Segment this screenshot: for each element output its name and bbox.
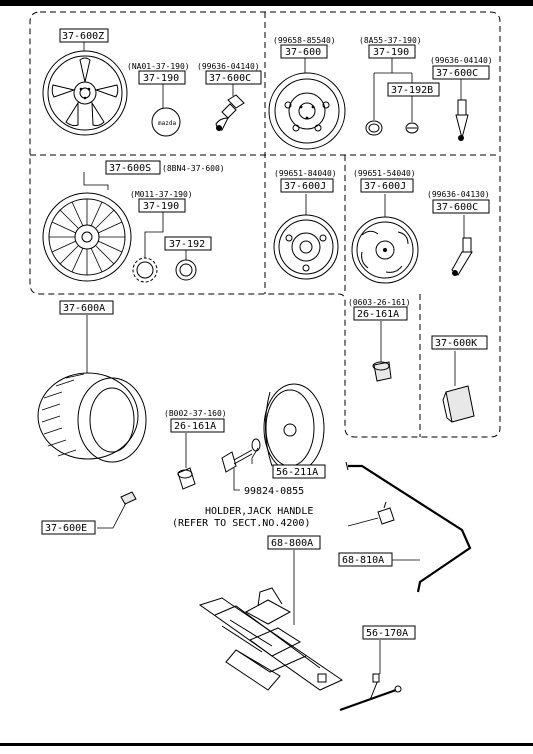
callout-37-600a: 37-600A: [63, 303, 105, 314]
valve-cap-37-600e: [120, 491, 137, 505]
callout-37-600c-c: 37-600C: [436, 202, 478, 213]
top-rule: [0, 0, 533, 6]
valve-stem-icon-3: [451, 237, 473, 276]
pn-99636-04130: (99636-04130): [427, 190, 490, 199]
spare-disc-wheel: [263, 383, 325, 473]
badge-cap: [175, 259, 197, 281]
pn-0603-26-161: (0603-26-161): [348, 298, 411, 307]
pn-99651-84040: (99651-84040): [274, 169, 337, 178]
pn-99658-85540: (99658-85540): [273, 36, 336, 45]
mesh-wheel-37-600s: [42, 192, 132, 282]
callout-37-600s: 37-600S: [109, 163, 151, 174]
callout-37-190-b: 37-190: [373, 47, 409, 58]
pn-99651-54040: (99651-54040): [353, 169, 416, 178]
alloy-wheel-37-600z: [42, 50, 128, 136]
pn-na01-37-190: (NA01-37-190): [127, 62, 190, 71]
callout-37-600: 37-600: [285, 47, 321, 58]
pn-8a55-37-190: (8A55-37-190): [359, 36, 422, 45]
callout-37-600j-b: 37-600J: [364, 181, 406, 192]
handle-holder-clip: [377, 501, 395, 525]
bolt-part-number: 99824-0855: [244, 486, 304, 497]
callout-37-600e: 37-600E: [45, 523, 87, 534]
cap-37-192b: [365, 120, 419, 136]
callout-37-190-a: 37-190: [143, 73, 179, 84]
spare-wheel-37-600j-b: [351, 216, 419, 284]
callout-56-211a: 56-211A: [276, 467, 318, 478]
scissor-jack-68-800a: [198, 587, 344, 691]
bolt-99824-0855: [221, 438, 261, 473]
center-cap: mazda: [151, 107, 181, 137]
wrench-56-170a: [339, 673, 402, 712]
pn-m011-37-190: (M011-37-190): [130, 190, 193, 199]
callout-68-810a: 68-810A: [342, 555, 384, 566]
callout-37-600c-b: 37-600C: [436, 68, 478, 79]
pn-b002-37-160: (B002-37-160): [164, 409, 227, 418]
spare-wheel-37-600j-a: [273, 214, 339, 280]
holder-note-line2: (REFER TO SECT.NO.4200): [172, 518, 310, 529]
callout-37-600z: 37-600Z: [62, 31, 104, 42]
callout-68-800a: 68-800A: [271, 538, 313, 549]
valve-stem-icon-2: [455, 99, 469, 141]
callout-37-192: 37-192: [169, 239, 205, 250]
callout-37-190-c: 37-190: [143, 201, 179, 212]
holder-note-line1: HOLDER,JACK HANDLE: [205, 506, 313, 517]
jack-handle-68-810a: [345, 461, 472, 593]
callout-37-192b: 37-192B: [391, 85, 433, 96]
gear-cap-37-192: [132, 257, 158, 283]
callout-56-170a: 56-170A: [366, 628, 408, 639]
wheel-group-outline: [29, 11, 501, 438]
bottom-rule: [0, 743, 533, 746]
pn-99636-04140-b: (99636-04140): [430, 56, 493, 65]
callout-26-161a-a: 26-161A: [357, 309, 399, 320]
lug-nut-26-161a: [372, 361, 392, 382]
tire-37-600a: [37, 372, 147, 463]
valve-stem-icon: [215, 94, 245, 131]
pn-99636-04140-a: (99636-04140): [197, 62, 260, 71]
nut-cover-37-600k: [442, 385, 475, 423]
steel-wheel-37-600: [268, 72, 346, 150]
cap-brand-text: mazda: [158, 120, 176, 127]
pn-8bn4-37-600: (8BN4-37-600): [162, 164, 225, 173]
callout-26-161a-b: 26-161A: [174, 421, 216, 432]
lug-nut-26-161a-b: [177, 467, 196, 490]
callout-37-600j-a: 37-600J: [284, 181, 326, 192]
callout-37-600k: 37-600K: [435, 338, 477, 349]
callout-37-600c-a: 37-600C: [209, 73, 251, 84]
leader-lines: [83, 40, 465, 674]
